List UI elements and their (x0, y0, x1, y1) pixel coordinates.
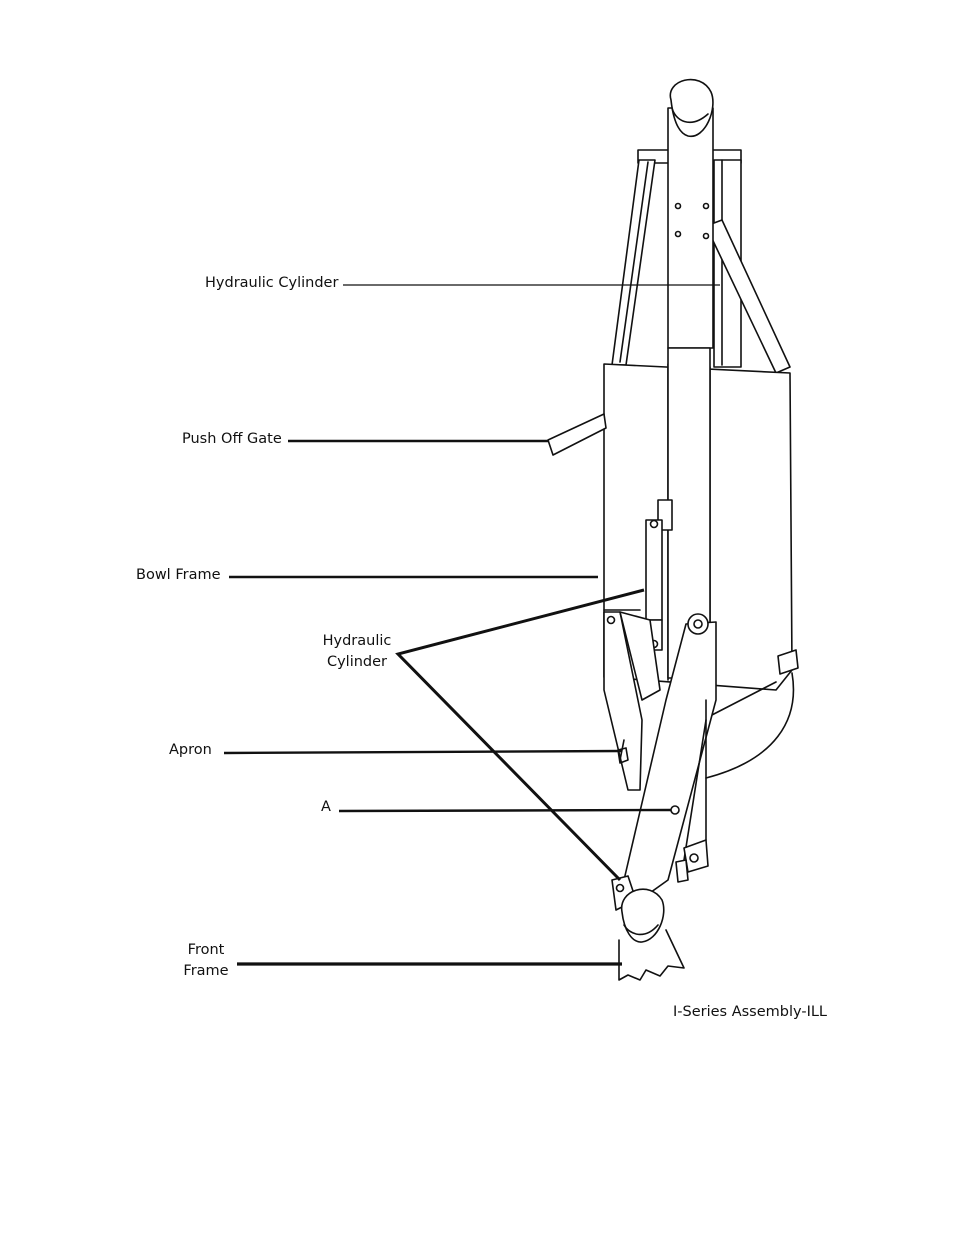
figure-caption: I-Series Assembly-ILL (673, 1004, 828, 1020)
main-tongue-tube (667, 78, 714, 679)
label-hydraulic-cylinder-mid-line2: Cylinder (326, 654, 388, 670)
label-front-frame-line1: Front (187, 942, 225, 958)
bowl-rear-arc (705, 672, 795, 779)
label-apron: Apron (169, 742, 212, 758)
label-hydraulic-cylinder-mid-line1: Hydraulic (322, 633, 392, 649)
mid-hydraulic-cylinder (645, 499, 673, 651)
label-front-frame-line2: Frame (183, 963, 229, 979)
front-frame (611, 875, 685, 981)
apron-plate (603, 611, 661, 791)
label-push-off-gate: Push Off Gate (182, 431, 282, 447)
leader-a (338, 808, 672, 813)
pin-a (670, 805, 680, 815)
label-hydraulic-cylinder-mid: Hydraulic Cylinder (318, 631, 396, 673)
leader-apron (223, 749, 623, 755)
upper-hydraulic-cylinder (705, 219, 791, 374)
label-point-a: A (321, 799, 331, 815)
right-bracket (777, 649, 799, 675)
leader-hydraulic-cylinder-mid (395, 588, 645, 882)
left-rear-strut (611, 159, 656, 366)
front-link-arm (623, 613, 717, 901)
label-front-frame: Front Frame (178, 940, 234, 982)
label-bowl-frame: Bowl Frame (136, 567, 221, 583)
label-hydraulic-cylinder-top: Hydraulic Cylinder (205, 275, 339, 291)
lower-hinge (675, 839, 709, 883)
push-off-gate-lever (547, 413, 607, 456)
